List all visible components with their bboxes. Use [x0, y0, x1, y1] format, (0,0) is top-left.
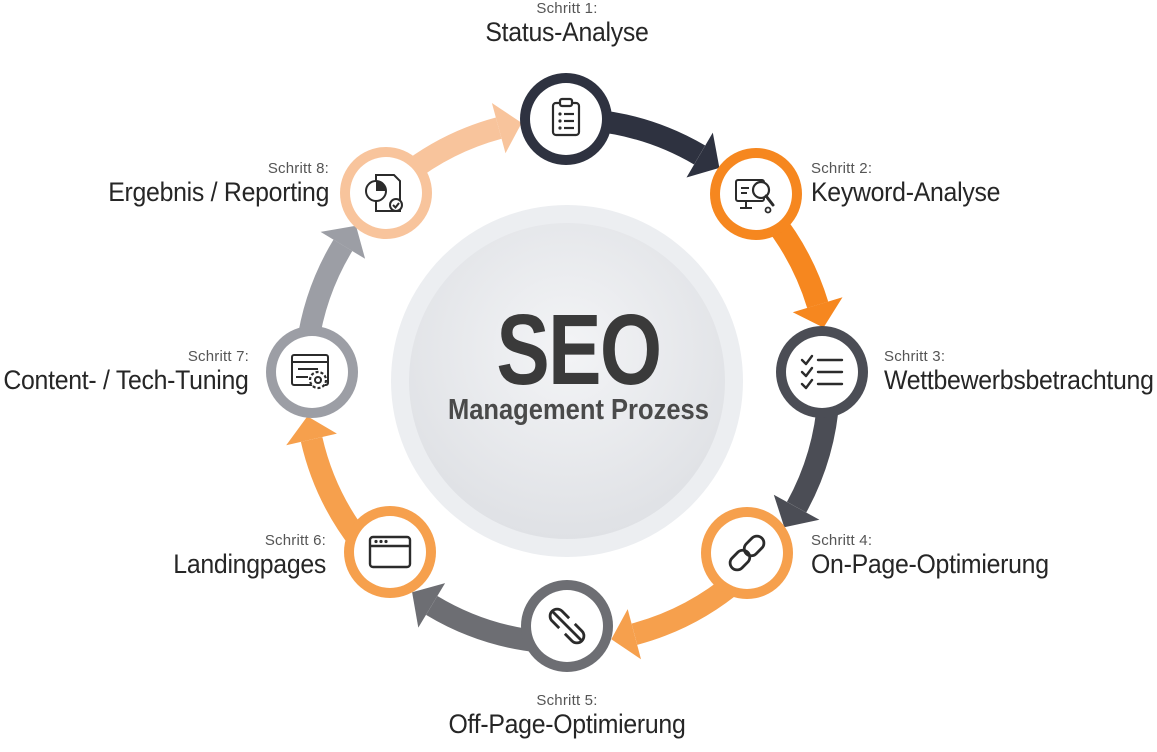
step-4-number: Schritt 4: — [811, 532, 873, 549]
step-3-node — [776, 326, 868, 418]
step-5-name: Off-Page-Optimierung — [448, 709, 686, 739]
monitor-search-icon — [735, 179, 775, 214]
step-8-node — [340, 147, 432, 239]
step-3-number: Schritt 3: — [884, 348, 946, 365]
step-3-label: Schritt 3: Wettbewerbsbetrachtung — [884, 348, 1157, 396]
step-2-node — [710, 148, 802, 240]
checklist-icon — [800, 354, 844, 390]
process-ring — [286, 103, 843, 660]
center-title: SEO — [496, 294, 662, 406]
step-1-label: Schritt 1: Status-Analyse — [417, 0, 717, 48]
step-7-label: Schritt 7: Content- / Tech-Tuning — [0, 348, 250, 396]
center-circle — [409, 223, 725, 539]
ring-arrow-2 — [792, 297, 843, 328]
web-settings-icon — [291, 354, 329, 390]
step-6-name: Landingpages — [173, 549, 326, 579]
clipboard-icon — [551, 97, 581, 137]
report-icon — [365, 174, 403, 212]
ring-arrow-4 — [611, 609, 641, 660]
step-5-number: Schritt 5: — [536, 692, 598, 709]
step-4-name: On-Page-Optimierung — [811, 549, 1049, 579]
step-8-label: Schritt 8: Ergebnis / Reporting — [89, 160, 329, 208]
step-1-name: Status-Analyse — [485, 17, 649, 47]
step-7-name: Content- / Tech-Tuning — [3, 365, 250, 395]
browser-window-icon — [368, 535, 412, 569]
step-8-number: Schritt 8: — [267, 160, 329, 177]
step-2-name: Keyword-Analyse — [811, 177, 1001, 207]
step-2-number: Schritt 2: — [811, 160, 873, 177]
step-8-name: Ergebnis / Reporting — [108, 177, 329, 207]
step-5-node — [521, 580, 613, 672]
ring-arrow-6 — [286, 416, 337, 446]
broken-link-icon — [548, 607, 586, 645]
step-4-label: Schritt 4: On-Page-Optimierung — [811, 532, 1069, 580]
step-4-node — [701, 507, 793, 599]
ring-arrow-7 — [320, 225, 366, 259]
ring-arrow-5 — [412, 583, 446, 628]
step-1-node — [520, 73, 612, 165]
step-2-label: Schritt 2: Keyword-Analyse — [811, 160, 1017, 208]
ring-arrow-8 — [491, 103, 522, 154]
ring-arrow-1 — [686, 132, 720, 178]
step-7-number: Schritt 7: — [187, 348, 249, 365]
step-5-label: Schritt 5: Off-Page-Optimierung — [417, 692, 717, 740]
step-6-label: Schritt 6: Landingpages — [160, 532, 326, 580]
step-1-number: Schritt 1: — [536, 0, 598, 17]
step-nodes — [266, 73, 868, 672]
ring-arrow-3 — [773, 494, 820, 528]
center-subtitle: Management Prozess — [447, 394, 709, 426]
link-icon — [728, 534, 766, 572]
step-6-node — [344, 506, 436, 598]
step-3-name: Wettbewerbsbetrachtung — [884, 365, 1154, 395]
step-6-number: Schritt 6: — [264, 532, 326, 549]
step-7-node — [266, 326, 358, 418]
